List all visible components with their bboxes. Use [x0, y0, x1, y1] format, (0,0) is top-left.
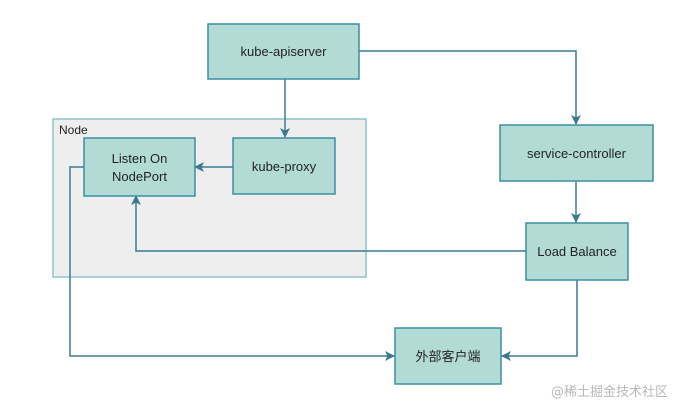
- node-cluster-label: Node: [59, 123, 88, 137]
- edges: [69, 50, 581, 361]
- listen-on-label: Listen On: [112, 151, 168, 166]
- edge-apiserver-to-controller: [359, 50, 581, 125]
- external-client-label: 外部客户端: [415, 349, 480, 364]
- node-load-balance: Load Balance: [525, 222, 629, 281]
- node-kube-apiserver: kube-apiserver: [207, 23, 360, 80]
- load-balance-label: Load Balance: [537, 244, 617, 259]
- nodeport-label: NodePort: [112, 169, 167, 184]
- watermark: @稀土掘金技术社区: [550, 385, 668, 400]
- edge-listen-to-client: [69, 166, 395, 361]
- edge-lb-to-listen: [131, 195, 526, 252]
- node-external-client: 外部客户端: [394, 327, 502, 385]
- kube-apiserver-label: kube-apiserver: [241, 44, 328, 59]
- node-service-controller: service-controller: [499, 124, 654, 182]
- service-controller-label: service-controller: [527, 146, 627, 161]
- edge-lb-to-client: [501, 280, 578, 361]
- node-listen-on-nodeport: Listen On NodePort: [83, 137, 196, 197]
- node-kube-proxy: kube-proxy: [232, 137, 336, 195]
- kube-proxy-label: kube-proxy: [252, 159, 317, 174]
